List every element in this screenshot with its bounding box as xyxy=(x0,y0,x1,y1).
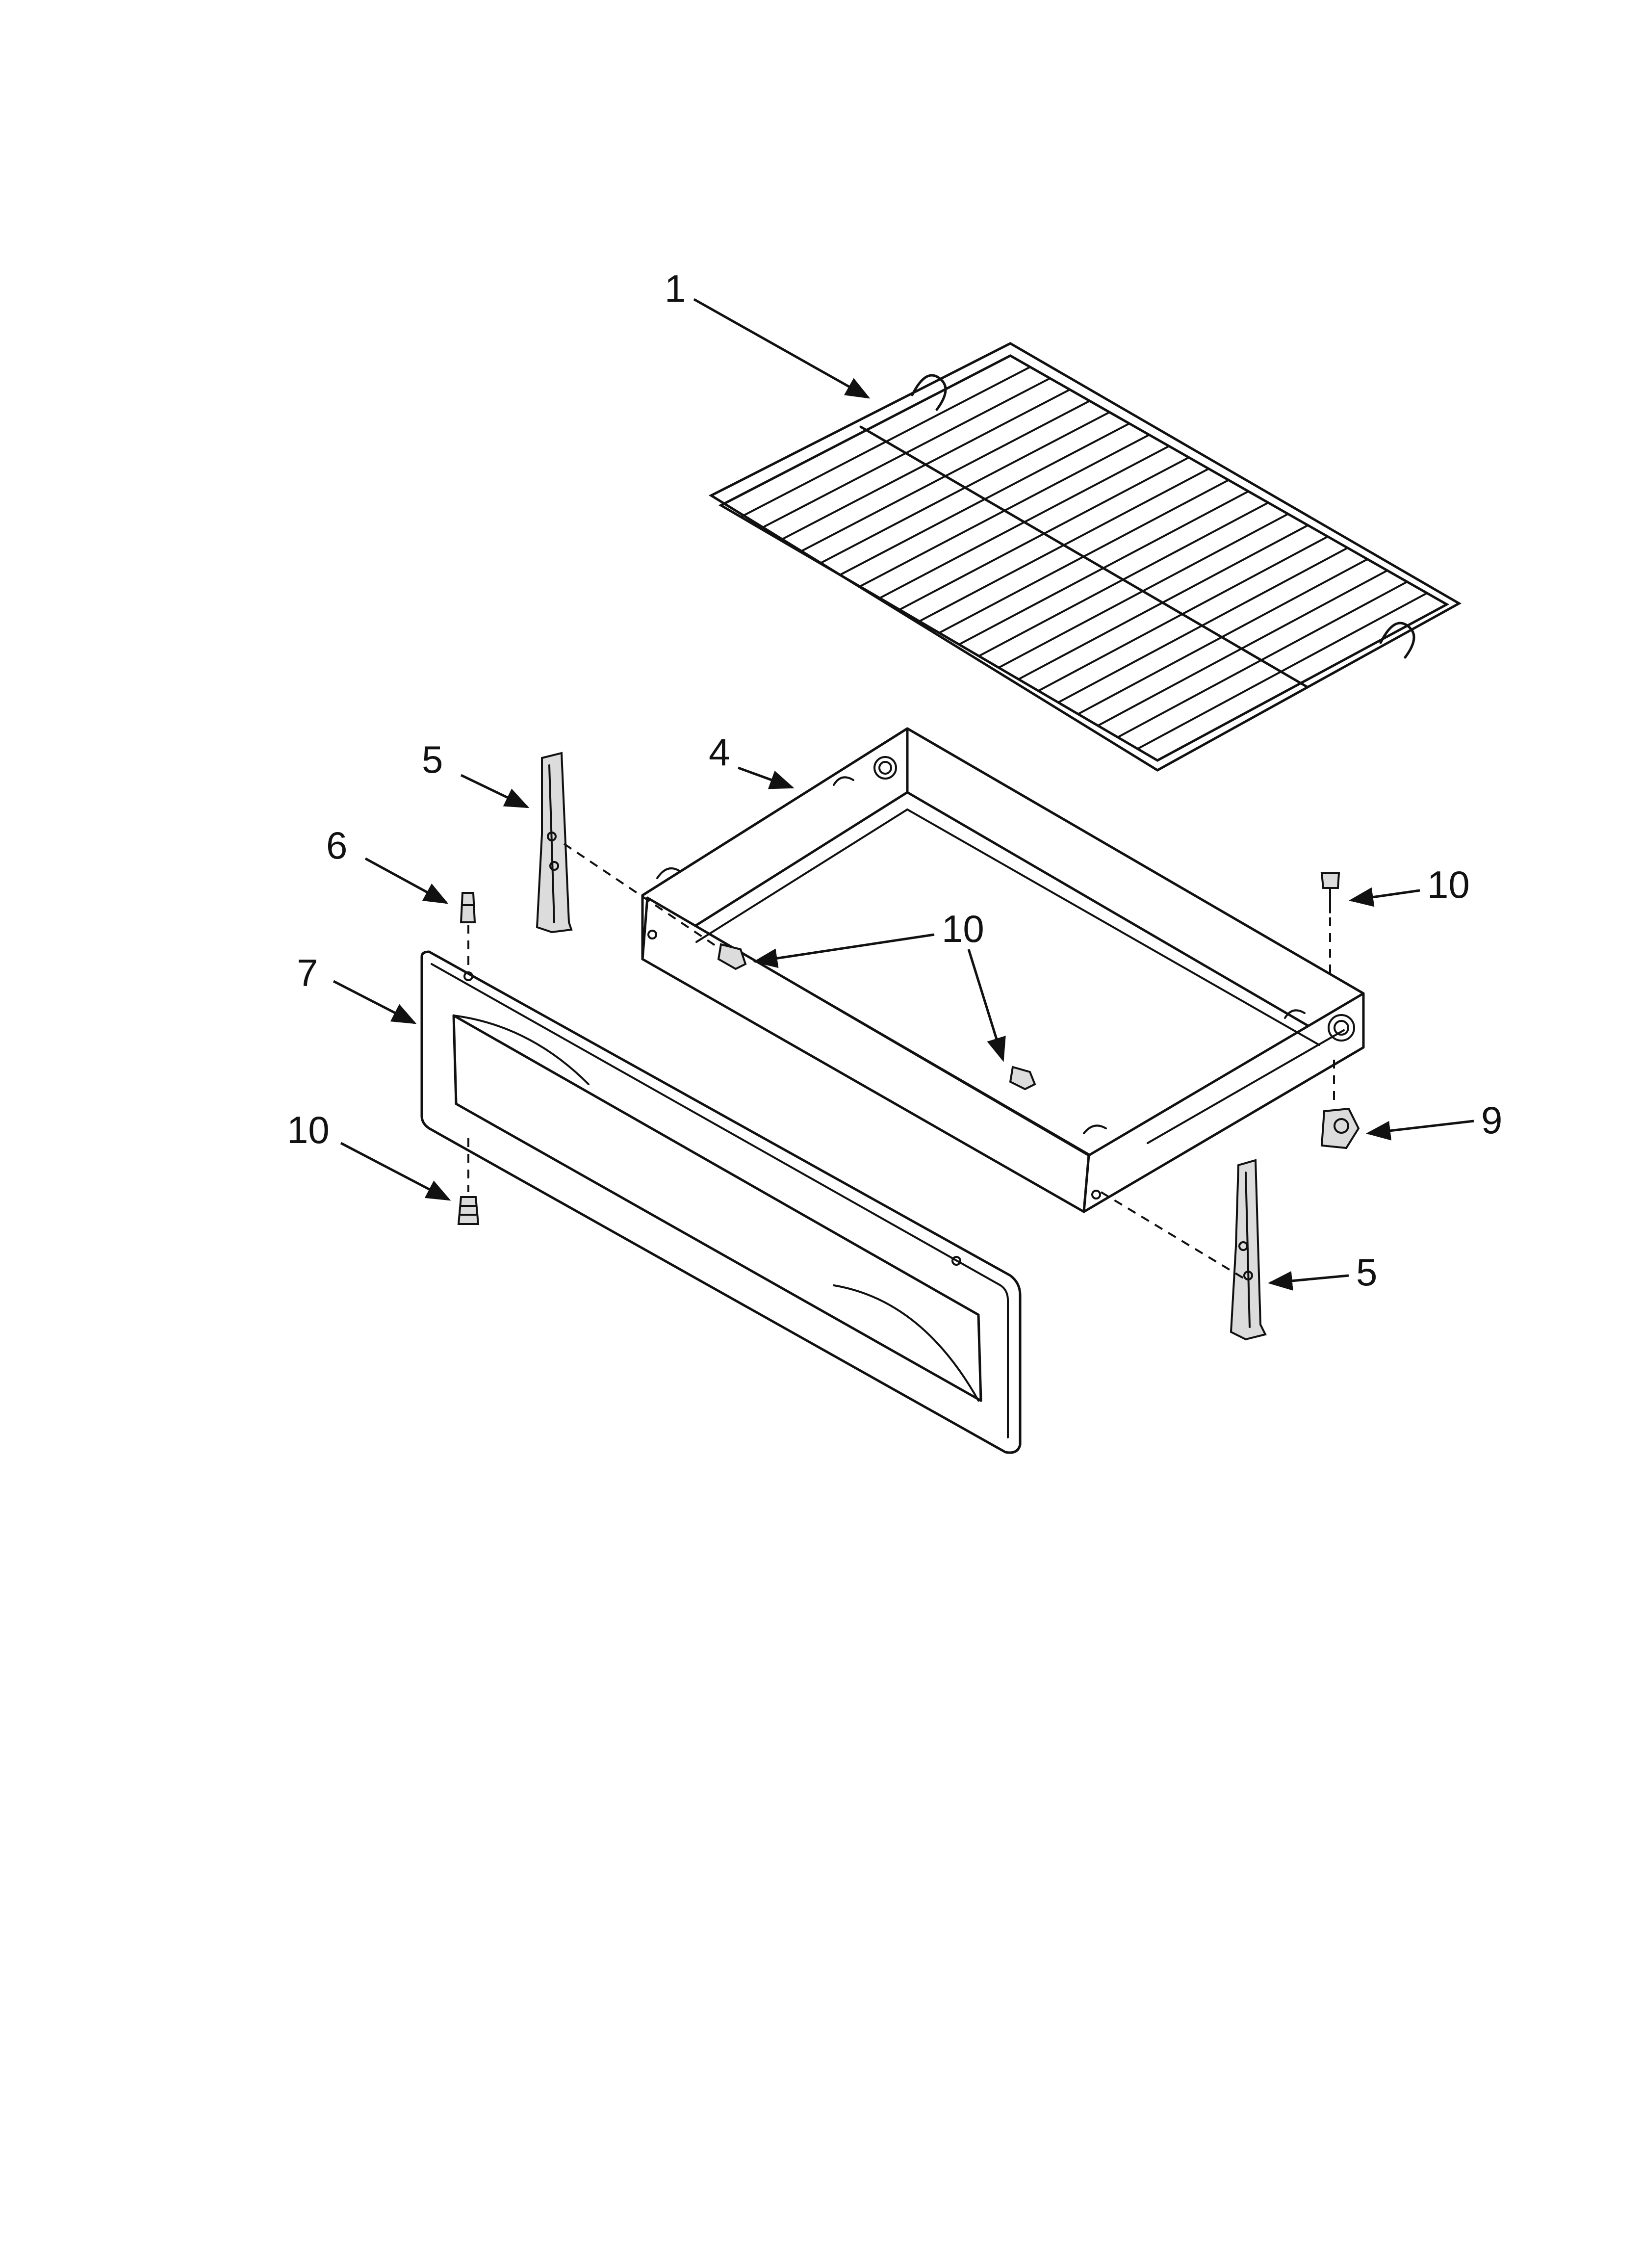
callout-10-bottom-left: 10 xyxy=(287,1108,451,1201)
svg-text:9: 9 xyxy=(1481,1098,1502,1142)
rack-wire xyxy=(799,400,1091,553)
drawer-slide-left xyxy=(536,752,573,934)
rack-wire xyxy=(998,513,1289,669)
rack-wire xyxy=(1117,580,1409,738)
callout-10-center: 10 xyxy=(753,907,1006,1062)
rack-wire xyxy=(918,468,1210,623)
rack-wire xyxy=(1017,524,1309,680)
rack-wire xyxy=(1037,535,1329,692)
callout-4: 4 xyxy=(709,730,795,789)
rack-wire xyxy=(958,490,1250,646)
svg-text:4: 4 xyxy=(709,730,730,774)
drawer-body xyxy=(641,727,1365,1213)
callout-9: 9 xyxy=(1366,1098,1502,1142)
assembly-line-left xyxy=(563,843,722,950)
rack-wire xyxy=(878,445,1170,600)
rack-wire xyxy=(977,501,1269,657)
rack-wire xyxy=(759,377,1051,530)
assembly-line-right xyxy=(1100,1191,1244,1279)
rack-wire xyxy=(898,456,1190,611)
drawer-front-panel xyxy=(420,950,1022,1454)
callout-5-left: 5 xyxy=(422,738,530,808)
svg-text:1: 1 xyxy=(665,267,686,310)
roller-clip xyxy=(1320,1060,1360,1149)
screw-center-left xyxy=(717,943,747,970)
screw-top-right xyxy=(1320,872,1340,974)
svg-text:6: 6 xyxy=(326,824,347,867)
rack-wire xyxy=(1077,558,1369,715)
callout-10-top-right: 10 xyxy=(1349,863,1470,907)
rack-wire xyxy=(938,479,1230,634)
rack-wires xyxy=(740,366,1428,750)
drawer-slide-right xyxy=(1230,1159,1267,1341)
svg-text:5: 5 xyxy=(1356,1251,1377,1294)
rack-wire xyxy=(1057,547,1349,704)
callout-7: 7 xyxy=(297,951,417,1024)
svg-text:5: 5 xyxy=(422,738,443,781)
rack-wire xyxy=(819,411,1111,565)
callout-1: 1 xyxy=(665,267,871,399)
rack-wire xyxy=(779,389,1071,541)
oven-rack xyxy=(708,342,1462,772)
callout-6: 6 xyxy=(326,824,449,904)
rack-wire xyxy=(839,422,1130,576)
callout-5-right: 5 xyxy=(1268,1251,1377,1294)
svg-text:7: 7 xyxy=(297,951,318,994)
rack-wire xyxy=(740,366,1031,518)
screw-bottom-left xyxy=(457,1138,480,1225)
svg-text:10: 10 xyxy=(287,1108,330,1151)
stud xyxy=(460,892,476,969)
rack-wire xyxy=(859,434,1151,588)
rack-wire xyxy=(1136,592,1428,750)
svg-text:10: 10 xyxy=(942,907,984,950)
rack-wire xyxy=(1097,569,1388,727)
svg-text:10: 10 xyxy=(1427,863,1470,906)
screw-center-right xyxy=(1009,1066,1036,1091)
